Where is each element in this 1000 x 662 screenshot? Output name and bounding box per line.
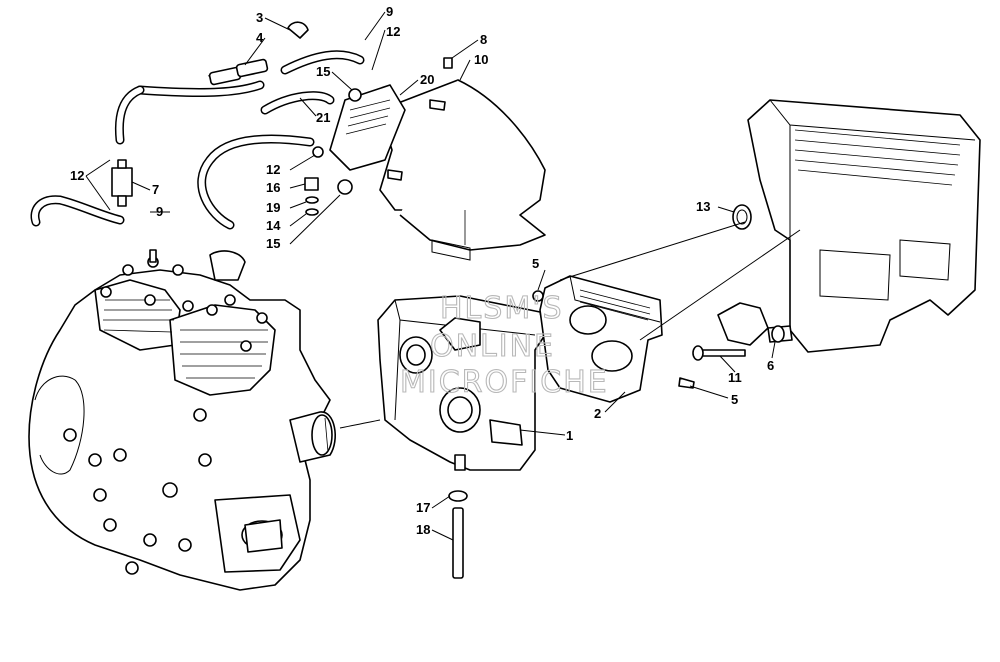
label-part-21: 21 bbox=[316, 110, 330, 125]
watermark-line-2: ONLINE bbox=[430, 329, 555, 364]
label-part-5-top: 5 bbox=[532, 256, 539, 271]
watermark-line-3: MICROFICHE bbox=[400, 365, 609, 400]
label-part-13: 13 bbox=[696, 199, 710, 214]
label-part-15-bottom: 15 bbox=[266, 236, 280, 251]
label-part-8: 8 bbox=[480, 32, 487, 47]
label-part-18: 18 bbox=[416, 522, 430, 537]
label-part-19: 19 bbox=[266, 200, 280, 215]
label-part-9-left: 9 bbox=[156, 204, 163, 219]
label-part-3: 3 bbox=[256, 10, 263, 25]
label-part-7: 7 bbox=[152, 182, 159, 197]
label-part-10: 10 bbox=[474, 52, 488, 67]
fuel-pump-assembly bbox=[304, 57, 546, 261]
label-part-12-mid: 12 bbox=[266, 162, 280, 177]
label-part-14: 14 bbox=[266, 218, 281, 233]
label-part-20: 20 bbox=[420, 72, 434, 87]
airbox bbox=[732, 99, 981, 353]
label-part-12-top: 12 bbox=[386, 24, 400, 39]
label-part-4: 4 bbox=[256, 30, 264, 45]
watermark: HLSM'S ONLINE MICROFICHE bbox=[399, 290, 609, 400]
engine-block bbox=[28, 249, 336, 591]
fuel-hoses bbox=[30, 21, 365, 230]
vent-valve bbox=[692, 302, 793, 361]
label-part-6: 6 bbox=[767, 358, 774, 373]
carburetor bbox=[377, 295, 546, 579]
watermark-line-1: HLSM'S bbox=[440, 291, 564, 326]
label-part-17: 17 bbox=[416, 500, 430, 515]
label-part-16: 16 bbox=[266, 180, 280, 195]
label-part-11: 11 bbox=[728, 370, 742, 385]
intake-adapter bbox=[532, 275, 695, 403]
label-part-1: 1 bbox=[566, 428, 573, 443]
label-part-2: 2 bbox=[594, 406, 601, 421]
label-part-12-left: 12 bbox=[70, 168, 84, 183]
label-part-15-top: 15 bbox=[316, 64, 330, 79]
part-labels: 3 4 9 12 8 10 15 20 21 12 7 9 12 16 19 1… bbox=[70, 4, 774, 537]
leader-lines bbox=[85, 11, 801, 541]
label-part-9-top: 9 bbox=[386, 4, 393, 19]
label-part-5-bottom: 5 bbox=[731, 392, 738, 407]
